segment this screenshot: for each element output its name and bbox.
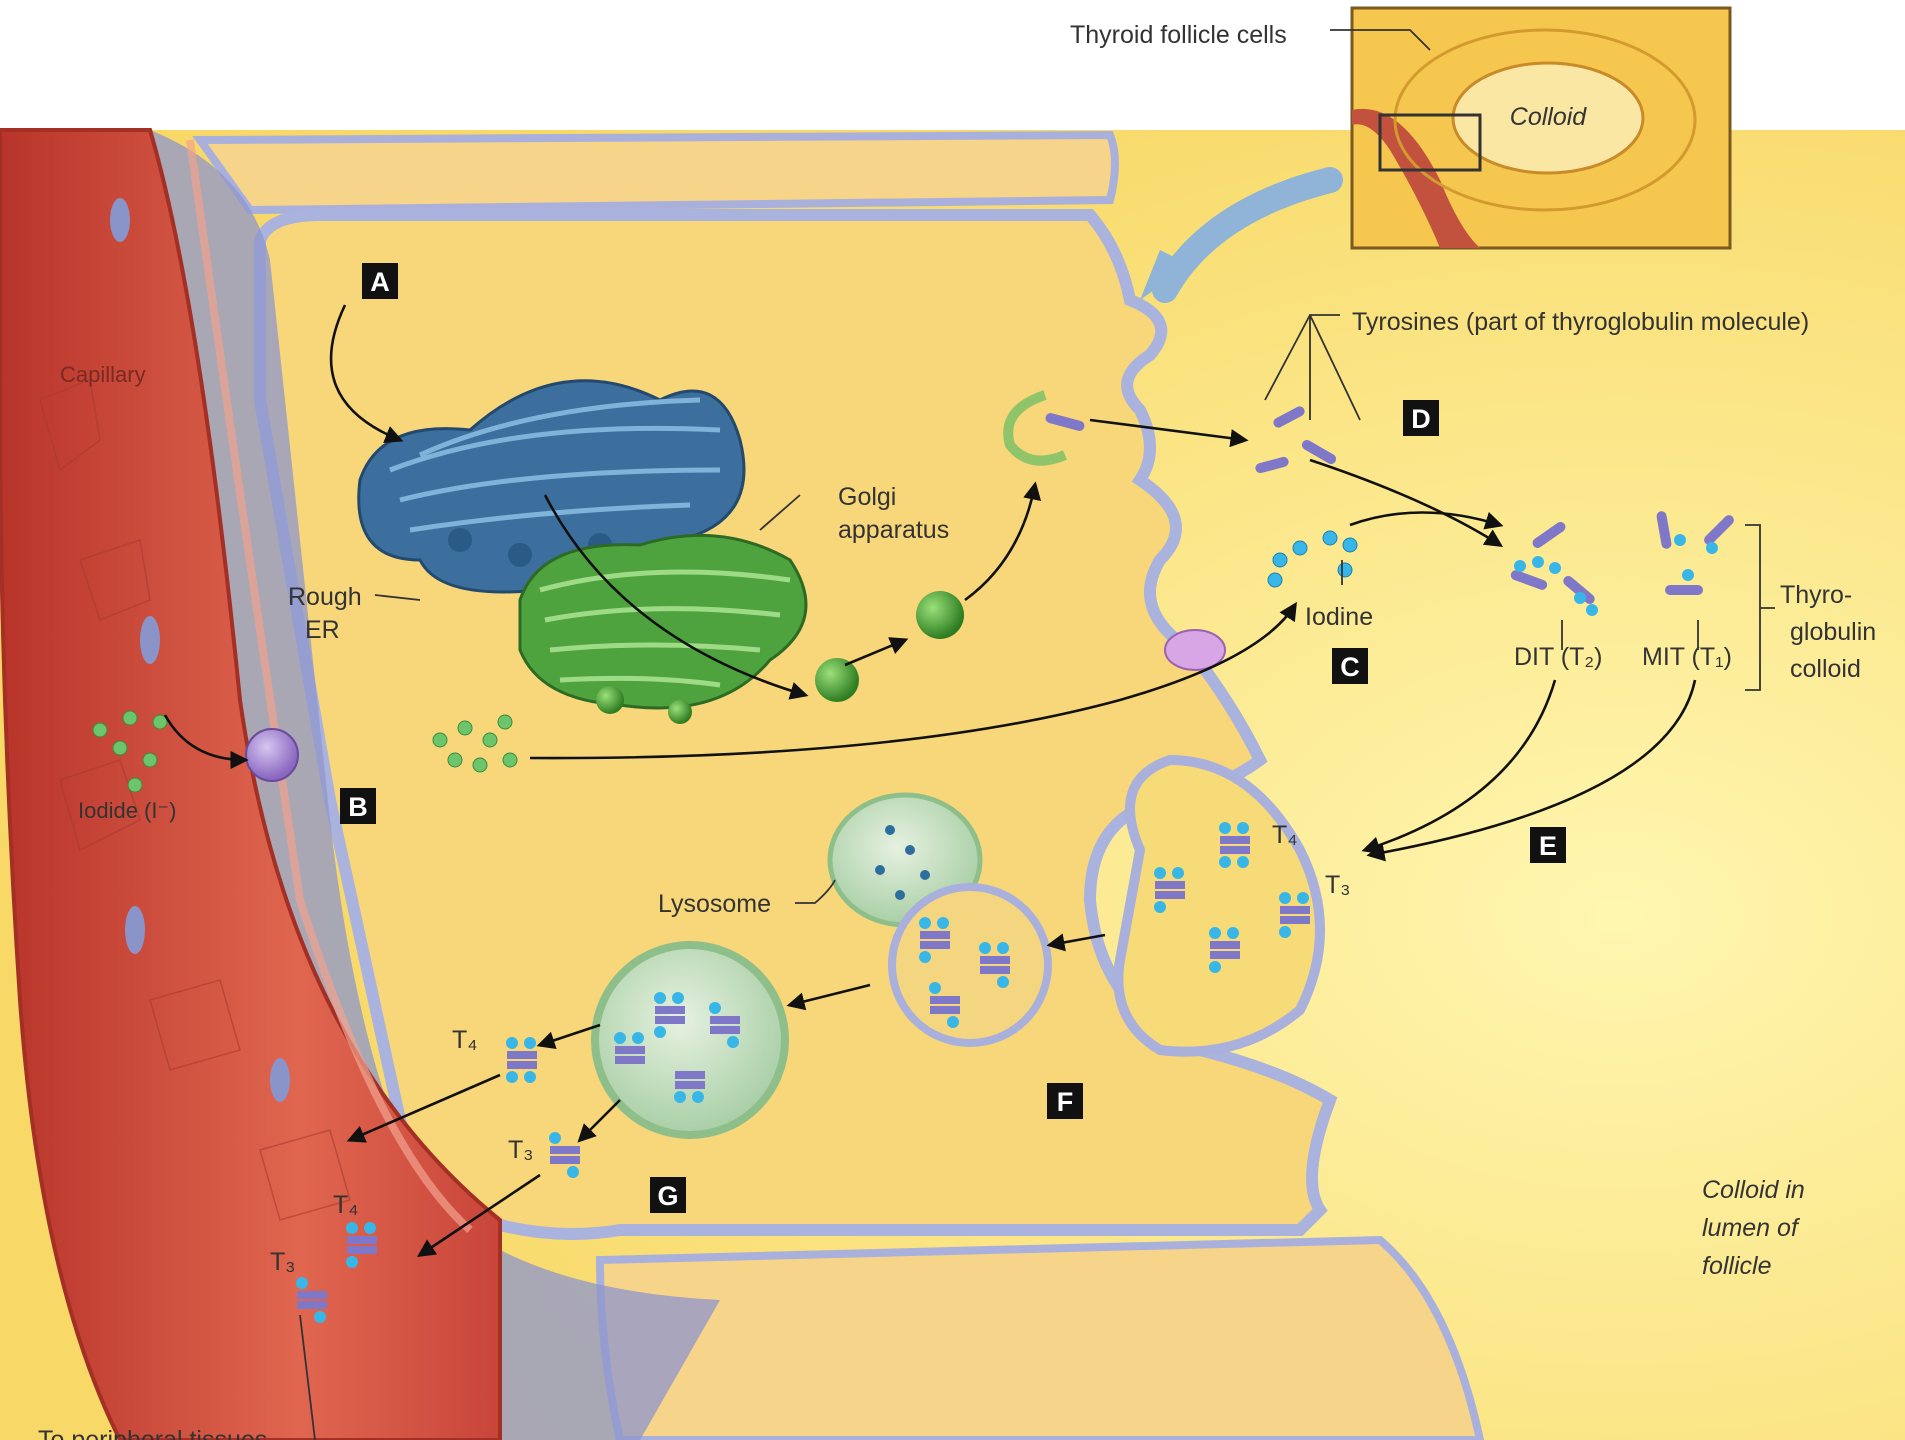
label-bottom-cut: To peripheral tissues (38, 1426, 267, 1440)
capillary-pore (140, 616, 160, 664)
label-rough-er-2: ER (305, 616, 340, 644)
svg-text:D: D (1411, 404, 1431, 434)
neighbor-cell-top (200, 135, 1115, 210)
label-iodide: Iodide (I⁻) (78, 798, 176, 823)
svg-text:A: A (370, 267, 390, 297)
label-thyroglobulin-colloid-3: colloid (1790, 655, 1861, 683)
step-marker-c: C (1332, 648, 1368, 684)
step-marker-a: A (362, 263, 398, 299)
capillary-pore (270, 1058, 290, 1102)
step-marker-f: F (1047, 1083, 1083, 1119)
iodide-pump (246, 729, 298, 781)
step-marker-g: G (650, 1177, 686, 1213)
label-t3-vesicle: T₃ (1325, 871, 1350, 899)
label-colloid-lumen-2: lumen of (1702, 1214, 1801, 1242)
svg-text:G: G (657, 1181, 678, 1211)
label-t4-vesicle: T₄ (1272, 821, 1297, 849)
capillary-pore (125, 906, 145, 954)
neighbor-cell-bottom (600, 1240, 1480, 1440)
label-lysosome: Lysosome (658, 890, 771, 918)
label-tyrosines: Tyrosines (part of thyroglobulin molecul… (1352, 308, 1809, 336)
svg-text:B: B (348, 792, 368, 822)
secretory-vesicle (815, 658, 859, 702)
label-iodine: Iodine (1305, 603, 1373, 631)
step-marker-e: E (1530, 827, 1566, 863)
label-rough-er-1: Rough (288, 583, 362, 611)
svg-text:F: F (1057, 1087, 1074, 1117)
label-thyroid-follicle-cells: Thyroid follicle cells (1070, 21, 1287, 49)
secretory-vesicle (916, 591, 964, 639)
label-t3-cytoplasm: T₃ (508, 1136, 533, 1164)
label-t4-cytoplasm: T₄ (452, 1026, 477, 1054)
label-golgi-2: apparatus (838, 516, 949, 544)
label-golgi-1: Golgi (838, 483, 896, 511)
label-thyroglobulin-colloid-2: globulin (1790, 618, 1876, 646)
label-mit: MIT (T₁) (1642, 643, 1732, 671)
label-colloid-inset: Colloid (1510, 103, 1588, 131)
label-thyroglobulin-colloid-1: Thyro- (1780, 581, 1852, 609)
svg-text:E: E (1539, 831, 1557, 861)
label-t3-capillary: T₃ (270, 1248, 295, 1276)
step-marker-d: D (1403, 400, 1439, 436)
label-t4-capillary: T₄ (333, 1191, 358, 1219)
label-capillary: Capillary (60, 362, 146, 387)
label-dit: DIT (T₂) (1514, 643, 1602, 671)
label-colloid-lumen-1: Colloid in (1702, 1176, 1805, 1204)
label-colloid-lumen-3: follicle (1702, 1252, 1771, 1280)
capillary-pore (110, 198, 130, 242)
step-marker-b: B (340, 788, 376, 824)
svg-text:C: C (1340, 652, 1360, 682)
